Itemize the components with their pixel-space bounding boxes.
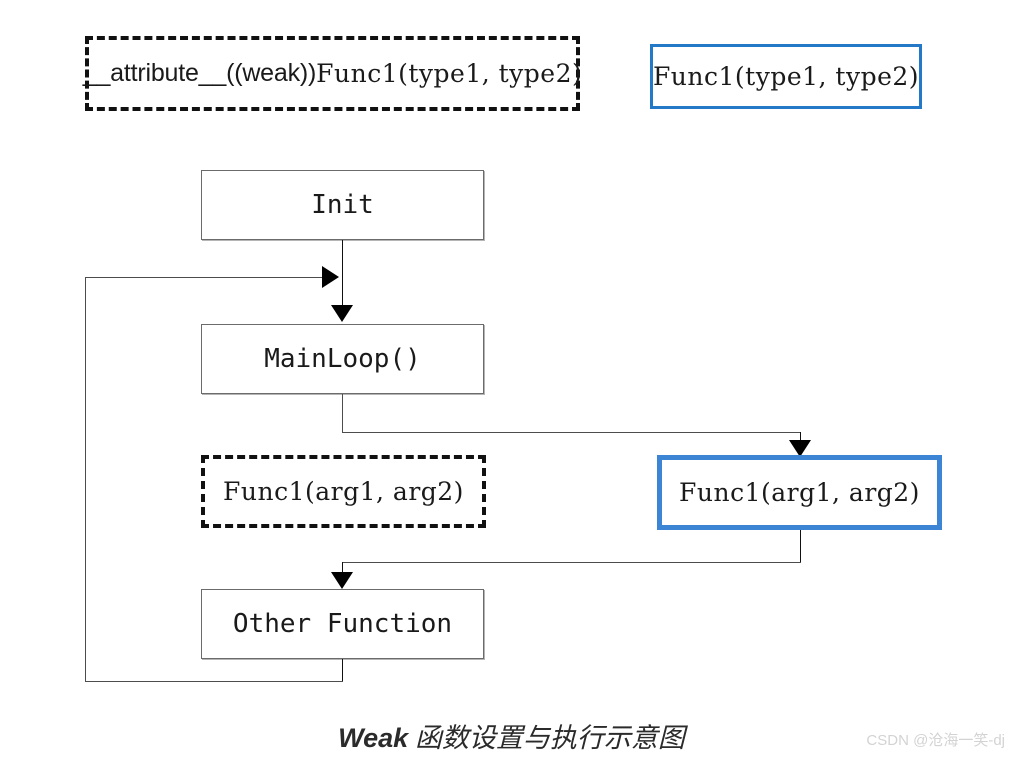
weak-call-label: Func1(arg1, arg2) bbox=[223, 477, 464, 506]
node-weak-declaration[interactable]: __attribute__((weak))Func1(type1, type2) bbox=[82, 36, 583, 111]
main-loop-label: MainLoop() bbox=[264, 344, 421, 374]
init-label: Init bbox=[311, 190, 374, 220]
connector-init-to-mainloop-line bbox=[342, 240, 343, 313]
node-init[interactable]: Init bbox=[201, 170, 484, 240]
weak-attribute-text: __attribute__((weak)) bbox=[82, 59, 317, 87]
connector-loopback-top bbox=[85, 277, 328, 278]
node-strong-call[interactable]: Func1(arg1, arg2) bbox=[657, 455, 942, 530]
connector-loopback-down bbox=[342, 659, 343, 682]
diagram-caption: Weak 函数设置与执行示意图 bbox=[0, 716, 1023, 755]
other-function-label: Other Function bbox=[232, 609, 453, 639]
connector-loopback-arrowhead bbox=[322, 266, 339, 288]
csdn-watermark: CSDN @沧海一笑-dj bbox=[866, 732, 1005, 749]
connector-loopback-left bbox=[85, 277, 86, 682]
connector-loopback-bottom bbox=[85, 681, 343, 682]
caption-cjk: 函数设置与执行示意图 bbox=[408, 723, 685, 753]
caption-latin: Weak bbox=[338, 723, 409, 753]
connector-mainloop-to-strong-call-arrowhead bbox=[789, 440, 811, 457]
connector-mainloop-down-stub bbox=[342, 394, 343, 433]
connector-mainloop-across bbox=[342, 432, 801, 433]
connector-init-to-mainloop-arrowhead bbox=[331, 305, 353, 322]
node-main-loop[interactable]: MainLoop() bbox=[201, 324, 484, 394]
strong-declaration-label: Func1(type1, type2) bbox=[652, 62, 920, 91]
node-weak-call[interactable]: Func1(arg1, arg2) bbox=[201, 455, 486, 528]
connector-strongcall-down-into-other bbox=[342, 562, 343, 578]
node-other-function[interactable]: Other Function bbox=[201, 589, 484, 659]
weak-signature-text: Func1(type1, type2) bbox=[316, 59, 583, 88]
connector-strongcall-to-other-arrowhead bbox=[331, 572, 353, 589]
node-strong-declaration[interactable]: Func1(type1, type2) bbox=[650, 44, 922, 109]
strong-call-label: Func1(arg1, arg2) bbox=[679, 478, 920, 507]
connector-strongcall-across bbox=[342, 562, 801, 563]
connector-strongcall-down-stub bbox=[800, 530, 801, 563]
